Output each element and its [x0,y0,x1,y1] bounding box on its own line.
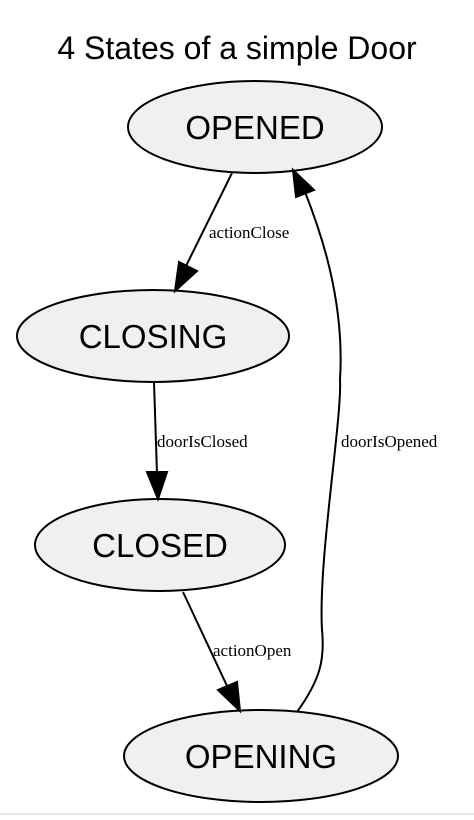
state-label-closed: CLOSED [92,527,228,564]
edge-label-door-is-opened: doorIsOpened [341,432,438,451]
arrowhead-action-close [173,260,199,294]
transition-action-close: actionClose [173,172,289,294]
state-label-opened: OPENED [185,109,324,146]
state-label-closing: CLOSING [79,318,228,355]
edge-line-action-close [184,172,233,269]
edge-line-door-is-closed [153,381,158,475]
state-node-opening: OPENING [123,709,399,803]
edge-label-action-open: actionOpen [213,641,292,660]
bottom-divider [0,813,474,815]
state-ellipse-closing [16,289,290,383]
arrowhead-door-is-closed [145,471,169,502]
state-ellipse-opened [127,80,383,174]
state-ellipse-opening [123,709,399,803]
arrowhead-action-open [216,680,242,714]
edge-line-action-open [182,591,229,689]
state-label-opening: OPENING [185,738,337,775]
state-node-closed: CLOSED [34,498,286,592]
state-node-closing: CLOSING [16,289,290,383]
state-node-opened: OPENED [127,80,383,174]
edge-label-door-is-closed: doorIsClosed [157,432,248,451]
edge-label-action-close: actionClose [209,223,289,242]
edge-line-door-is-opened [296,191,342,713]
diagram-title: 4 States of a simple Door [57,30,417,66]
state-ellipse-closed [34,498,286,592]
transition-door-is-closed: doorIsClosed [145,381,248,502]
transition-action-open: actionOpen [182,591,292,714]
arrowhead-door-is-opened [291,167,316,199]
transition-door-is-opened: doorIsOpened [291,167,438,713]
